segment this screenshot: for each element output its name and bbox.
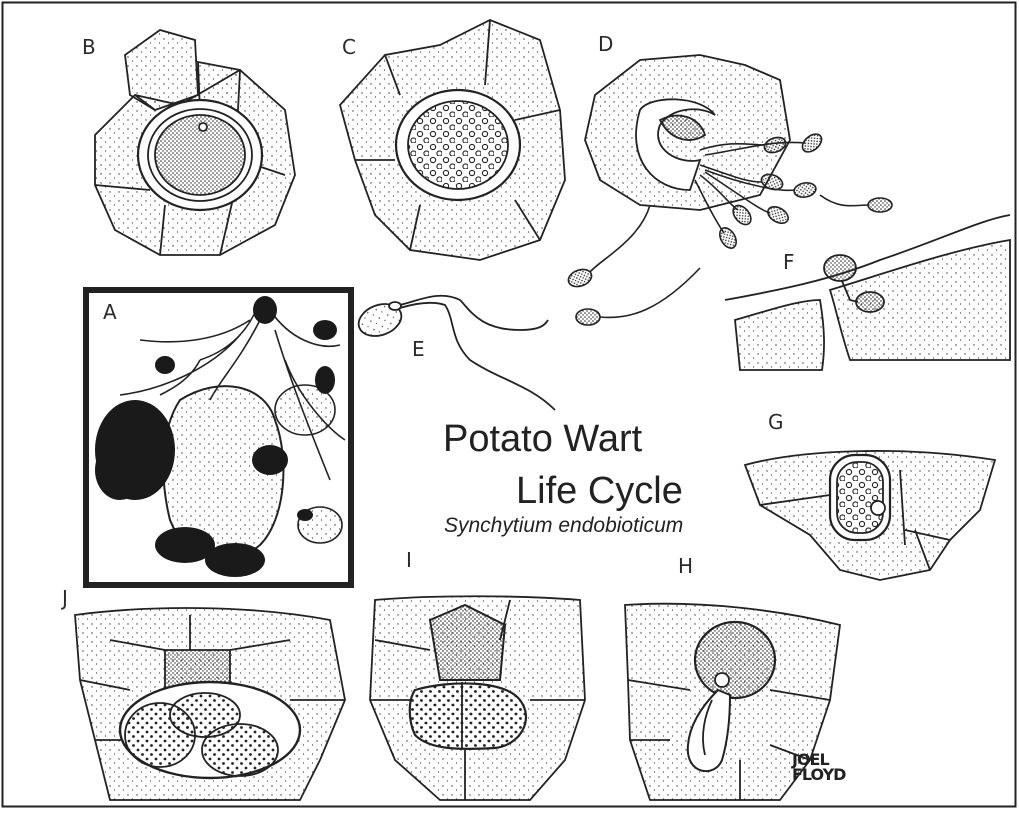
title-line-2: Life Cycle [516, 470, 683, 513]
panel-label-c: C [342, 35, 356, 59]
panel-label-h: H [678, 554, 693, 578]
panel-c-illustration [340, 20, 565, 260]
panel-b-illustration [95, 30, 295, 255]
title-line-1: Potato Wart [443, 418, 642, 461]
panel-g-illustration [745, 451, 995, 580]
panel-label-g: G [768, 410, 784, 434]
panel-i-illustration [370, 596, 585, 800]
panel-label-a: A [103, 300, 117, 324]
panel-label-f: F [783, 250, 795, 274]
signature-line-2: FLOYD [792, 767, 845, 782]
panel-e-illustration [354, 296, 555, 410]
panel-label-d: D [598, 32, 613, 56]
panel-j-illustration [75, 608, 345, 800]
panel-label-b: B [82, 35, 96, 59]
artist-signature: JOEL FLOYD [792, 752, 845, 782]
panel-label-e: E [412, 337, 425, 361]
panel-f-illustration [725, 215, 1010, 370]
scientific-name: Synchytium endobioticum [444, 514, 683, 538]
panel-label-i: I [406, 548, 412, 572]
panel-label-j: J [62, 586, 68, 610]
